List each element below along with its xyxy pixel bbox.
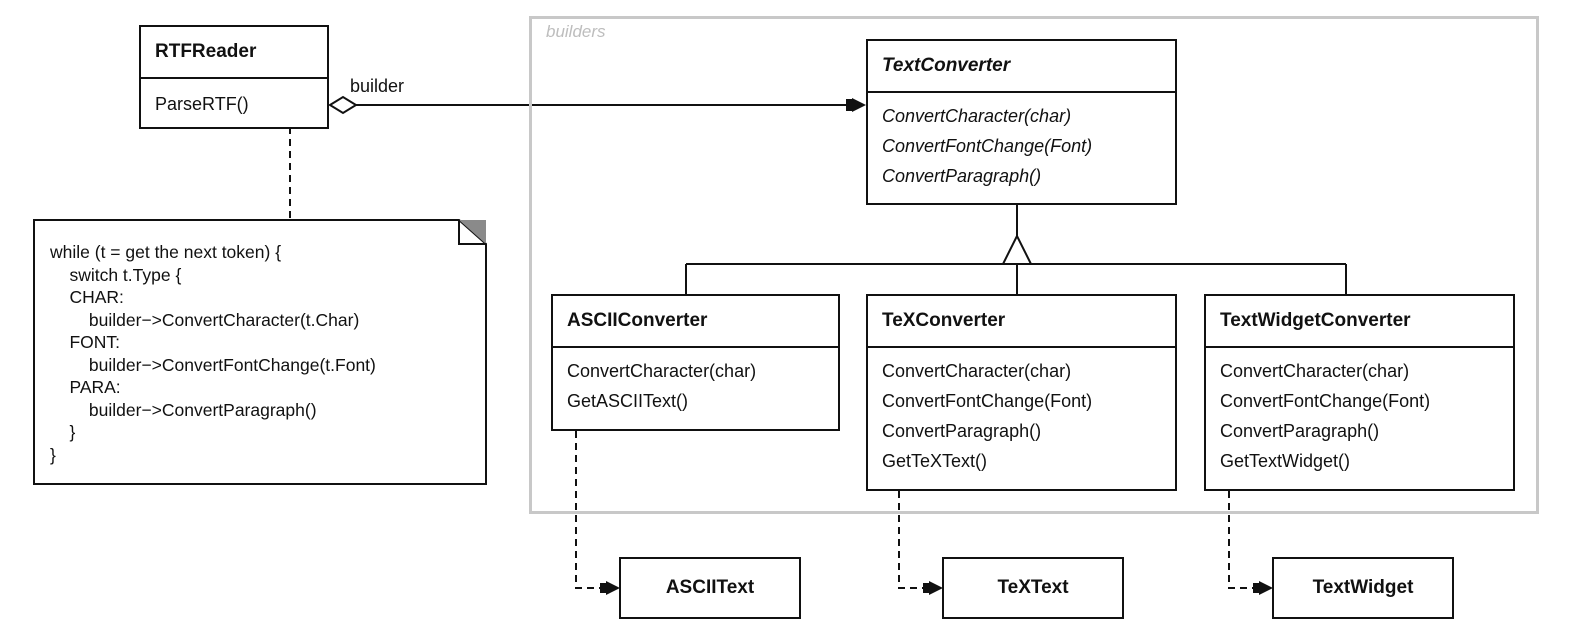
- texconverter-class-name: TeXConverter: [868, 296, 1175, 348]
- textwidgetconverter-operation: GetTextWidget(): [1220, 451, 1351, 471]
- textconverter-operation: ConvertParagraph(): [882, 166, 1042, 186]
- asciiconverter-operations: ConvertCharacter(char) GetASCIIText(): [553, 348, 838, 424]
- note-line: FONT:: [50, 332, 120, 352]
- textwidgetconverter-operations: ConvertCharacter(char) ConvertFontChange…: [1206, 348, 1513, 484]
- rtfreader-operation: ParseRTF(): [155, 94, 249, 114]
- association-arrowhead: [852, 98, 866, 112]
- note-line: }: [50, 422, 76, 442]
- dependency-ascii: [575, 431, 620, 595]
- texconverter-operations: ConvertCharacter(char) ConvertFontChange…: [868, 348, 1175, 484]
- aggregation-diamond: [328, 95, 358, 115]
- association-role-label: builder: [350, 76, 405, 96]
- textconverter-operation: ConvertFontChange(Font): [882, 136, 1093, 156]
- asciiconverter-class-name: ASCIIConverter: [553, 296, 838, 348]
- note-line: CHAR:: [50, 287, 124, 307]
- asciitext-class[interactable]: ASCIIText: [619, 557, 801, 619]
- textwidgetconverter-operation: ConvertFontChange(Font): [1220, 391, 1431, 411]
- texconverter-operation: GetTeXText(): [882, 451, 988, 471]
- builders-package: [529, 16, 1539, 514]
- textwidgetconverter-class-name: TextWidgetConverter: [1206, 296, 1513, 348]
- aggregation-connector: [328, 95, 866, 115]
- textconverter-class-name: TextConverter: [868, 41, 1175, 93]
- note-line: builder−>ConvertFontChange(t.Font): [50, 354, 376, 375]
- texconverter-operation: ConvertCharacter(char): [882, 361, 1072, 381]
- asciiconverter-class[interactable]: ASCIIConverter ConvertCharacter(char) Ge…: [551, 294, 840, 431]
- textwidgetconverter-class[interactable]: TextWidgetConverter ConvertCharacter(cha…: [1204, 294, 1515, 491]
- textconverter-operations: ConvertCharacter(char) ConvertFontChange…: [868, 93, 1175, 199]
- note-shape: [33, 219, 487, 485]
- asciiconverter-operation: GetASCIIText(): [567, 391, 689, 411]
- texconverter-class[interactable]: TeXConverter ConvertCharacter(char) Conv…: [866, 294, 1177, 491]
- texconverter-operation: ConvertParagraph(): [882, 421, 1042, 441]
- textext-class[interactable]: TeXText: [942, 557, 1124, 619]
- note-line: while (t = get the next token) {: [50, 242, 282, 262]
- rtfreader-class[interactable]: RTFReader ParseRTF(): [139, 25, 329, 129]
- note-line: builder−>ConvertCharacter(t.Char): [50, 309, 360, 330]
- rtfreader-class-name: RTFReader: [141, 27, 327, 79]
- note-code: while (t = get the next token) { switch …: [50, 241, 376, 466]
- textwidgetconverter-operation: ConvertCharacter(char): [1220, 361, 1410, 381]
- note-line: switch t.Type {: [50, 264, 182, 285]
- note-line: }: [50, 444, 56, 465]
- textwidget-class[interactable]: TextWidget: [1272, 557, 1454, 619]
- dependency-textwidget: [1228, 491, 1273, 595]
- rtfreader-operations: ParseRTF(): [141, 79, 327, 127]
- texconverter-operation: ConvertFontChange(Font): [882, 391, 1093, 411]
- note-line: builder−>ConvertParagraph(): [50, 399, 317, 420]
- textwidgetconverter-operation: ConvertParagraph(): [1220, 421, 1380, 441]
- textconverter-operation: ConvertCharacter(char): [882, 106, 1072, 126]
- inheritance-connector: [685, 204, 1347, 296]
- dependency-tex: [898, 491, 943, 595]
- asciiconverter-operation: ConvertCharacter(char): [567, 361, 757, 381]
- note-line: PARA:: [50, 377, 121, 397]
- package-label: builders: [546, 22, 606, 41]
- textconverter-class[interactable]: TextConverter ConvertCharacter(char) Con…: [866, 39, 1177, 205]
